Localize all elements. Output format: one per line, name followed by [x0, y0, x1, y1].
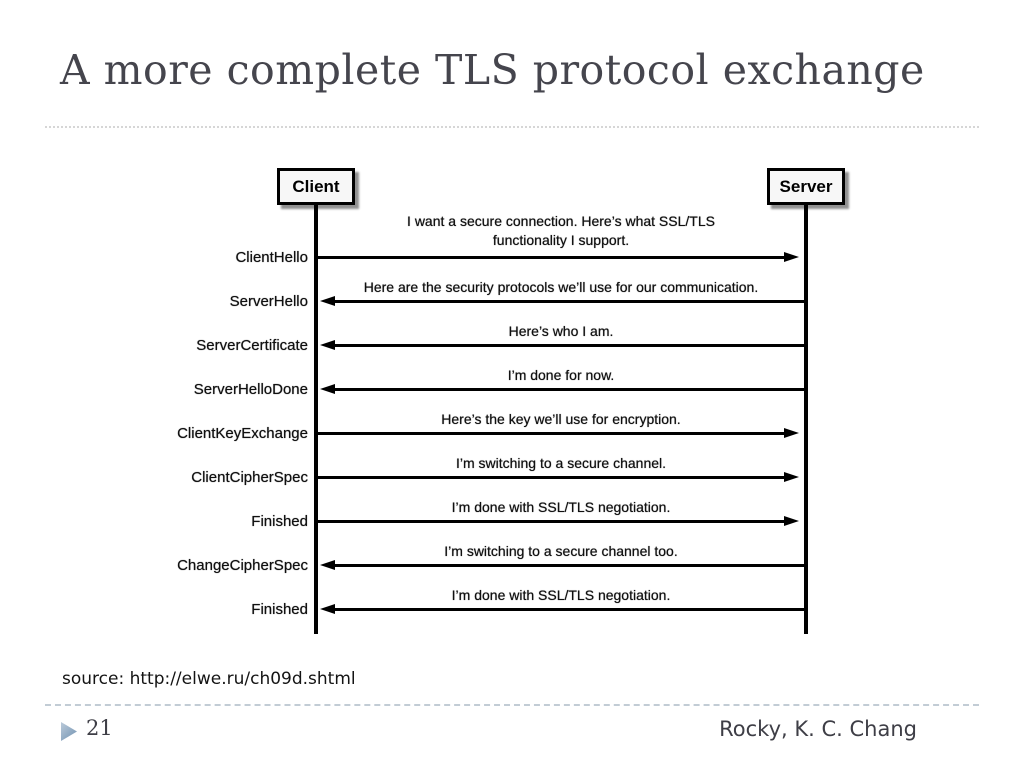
footer-divider — [45, 704, 979, 706]
message-text: I’m done for now. — [507, 367, 615, 383]
slide-title: A more complete TLS protocol exchange — [60, 46, 925, 94]
arrow-shaft — [334, 564, 806, 567]
protocol-label: Finished — [251, 513, 308, 530]
client-lifeline — [314, 205, 318, 634]
message-text: I want a secure connection. Here’s what … — [407, 213, 715, 248]
arrow-head-icon — [320, 559, 335, 570]
protocol-label: ServerHello — [229, 293, 308, 310]
arrow-head-icon — [320, 603, 335, 614]
message-arrow-left — [316, 559, 806, 570]
footer-author: Rocky, K. C. Chang — [719, 717, 917, 741]
message-arrow-left — [316, 383, 806, 394]
server-actor-box: Server — [767, 168, 845, 205]
arrow-head-icon — [784, 471, 799, 482]
message-text: Here are the security protocols we’ll us… — [363, 279, 759, 295]
protocol-label: ServerHelloDone — [193, 381, 308, 398]
source-note: source: http://elwe.ru/ch09d.shtml — [62, 669, 356, 689]
page-number: 21 — [86, 716, 113, 740]
message-arrow-right — [316, 515, 806, 526]
message-arrow-left — [316, 339, 806, 350]
arrow-shaft — [334, 608, 806, 611]
server-lifeline — [804, 205, 808, 634]
protocol-label: ChangeCipherSpec — [177, 557, 308, 574]
arrow-shaft — [316, 476, 786, 479]
arrow-shaft — [334, 388, 806, 391]
message-text: I’m switching to a secure channel. — [455, 455, 667, 471]
title-divider — [45, 126, 979, 128]
arrow-head-icon — [784, 251, 799, 262]
arrow-head-icon — [784, 515, 799, 526]
message-arrow-right — [316, 427, 806, 438]
client-actor-box: Client — [277, 168, 355, 205]
protocol-label: Finished — [251, 601, 308, 618]
message-arrow-left — [316, 603, 806, 614]
arrow-shaft — [316, 520, 786, 523]
message-text: I’m done with SSL/TLS negotiation. — [451, 587, 671, 603]
arrow-head-icon — [320, 295, 335, 306]
arrow-head-icon — [320, 383, 335, 394]
message-text: I’m done with SSL/TLS negotiation. — [451, 499, 671, 515]
arrow-shaft — [334, 300, 806, 303]
message-text: I’m switching to a secure channel too. — [444, 543, 678, 559]
protocol-label: ClientCipherSpec — [191, 469, 308, 486]
arrow-head-icon — [784, 427, 799, 438]
message-arrow-right — [316, 471, 806, 482]
arrow-head-icon — [320, 339, 335, 350]
protocol-label: ClientHello — [235, 249, 308, 266]
protocol-label: ClientKeyExchange — [177, 425, 308, 442]
protocol-label: ServerCertificate — [196, 337, 308, 354]
message-text: Here’s the key we’ll use for encryption. — [441, 411, 681, 427]
arrow-shaft — [316, 256, 786, 259]
message-arrow-left — [316, 295, 806, 306]
arrow-shaft — [316, 432, 786, 435]
arrow-shaft — [334, 344, 806, 347]
message-arrow-right — [316, 251, 806, 262]
message-text: Here’s who I am. — [508, 323, 614, 339]
